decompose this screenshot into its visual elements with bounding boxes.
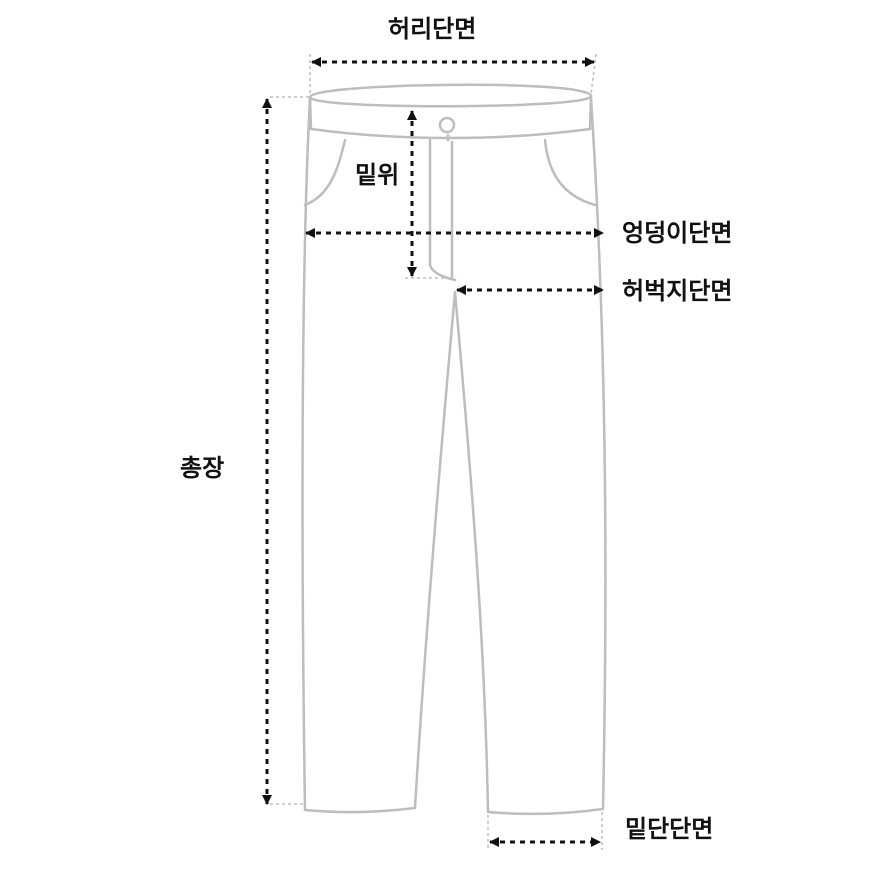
length-label: 총장 [180, 454, 225, 482]
waistband-left-side [308, 95, 313, 131]
rise-label: 밑위 [355, 161, 400, 189]
waistband-top [308, 83, 593, 108]
thigh-label: 허벅지단면 [622, 277, 733, 305]
hem-label: 밑단단면 [625, 815, 714, 843]
button [438, 116, 456, 134]
guide-lines [270, 53, 603, 850]
right-pocket [543, 138, 597, 207]
hip-label: 엉덩이단면 [622, 219, 733, 247]
pants-body [301, 96, 607, 816]
measurement-arrows [262, 57, 604, 847]
waist-label: 허리단면 [388, 15, 477, 43]
pants-outline [301, 83, 607, 816]
fly-seam [428, 138, 457, 282]
waistband-bottom [309, 127, 592, 140]
waistband-right-side [588, 94, 593, 131]
waist-guide-right [590, 53, 597, 96]
left-pocket [303, 138, 347, 207]
